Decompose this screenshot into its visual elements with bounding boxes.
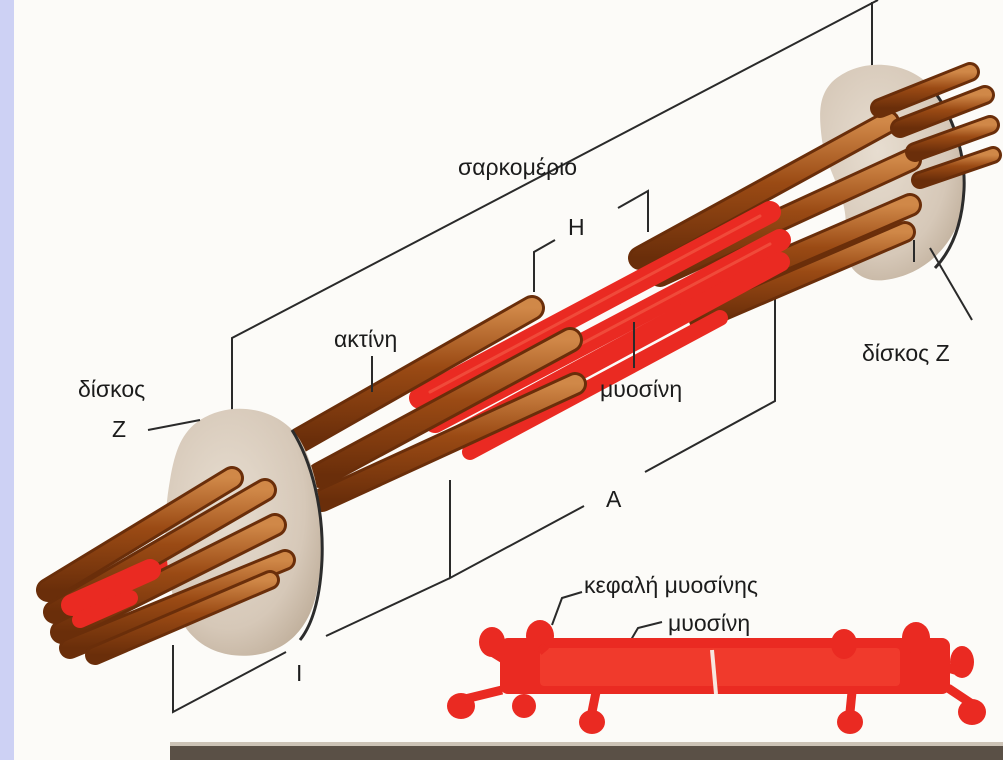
sarcomere-label: σαρκομέριο xyxy=(458,156,577,179)
myosin-inset-label: μυοσίνη xyxy=(668,612,750,635)
z-disc-left-letter-label: Z xyxy=(112,418,126,441)
a-band-label: Α xyxy=(606,488,621,511)
h-band-label: Η xyxy=(568,216,585,239)
sarcomere-diagram xyxy=(14,0,1003,760)
z-disc-right-label: δίσκος Z xyxy=(862,342,950,365)
left-sidebar-strip xyxy=(0,0,14,760)
myosin-head-label: κεφαλή μυοσίνης xyxy=(584,574,758,597)
actin-label: ακτίνη xyxy=(334,328,397,351)
bottom-photo-edge-light xyxy=(170,742,1003,746)
z-disc-left-word-label: δίσκος xyxy=(78,378,145,401)
myosin-label: μυοσίνη xyxy=(600,378,682,401)
i-band-label: Ι xyxy=(296,662,302,685)
